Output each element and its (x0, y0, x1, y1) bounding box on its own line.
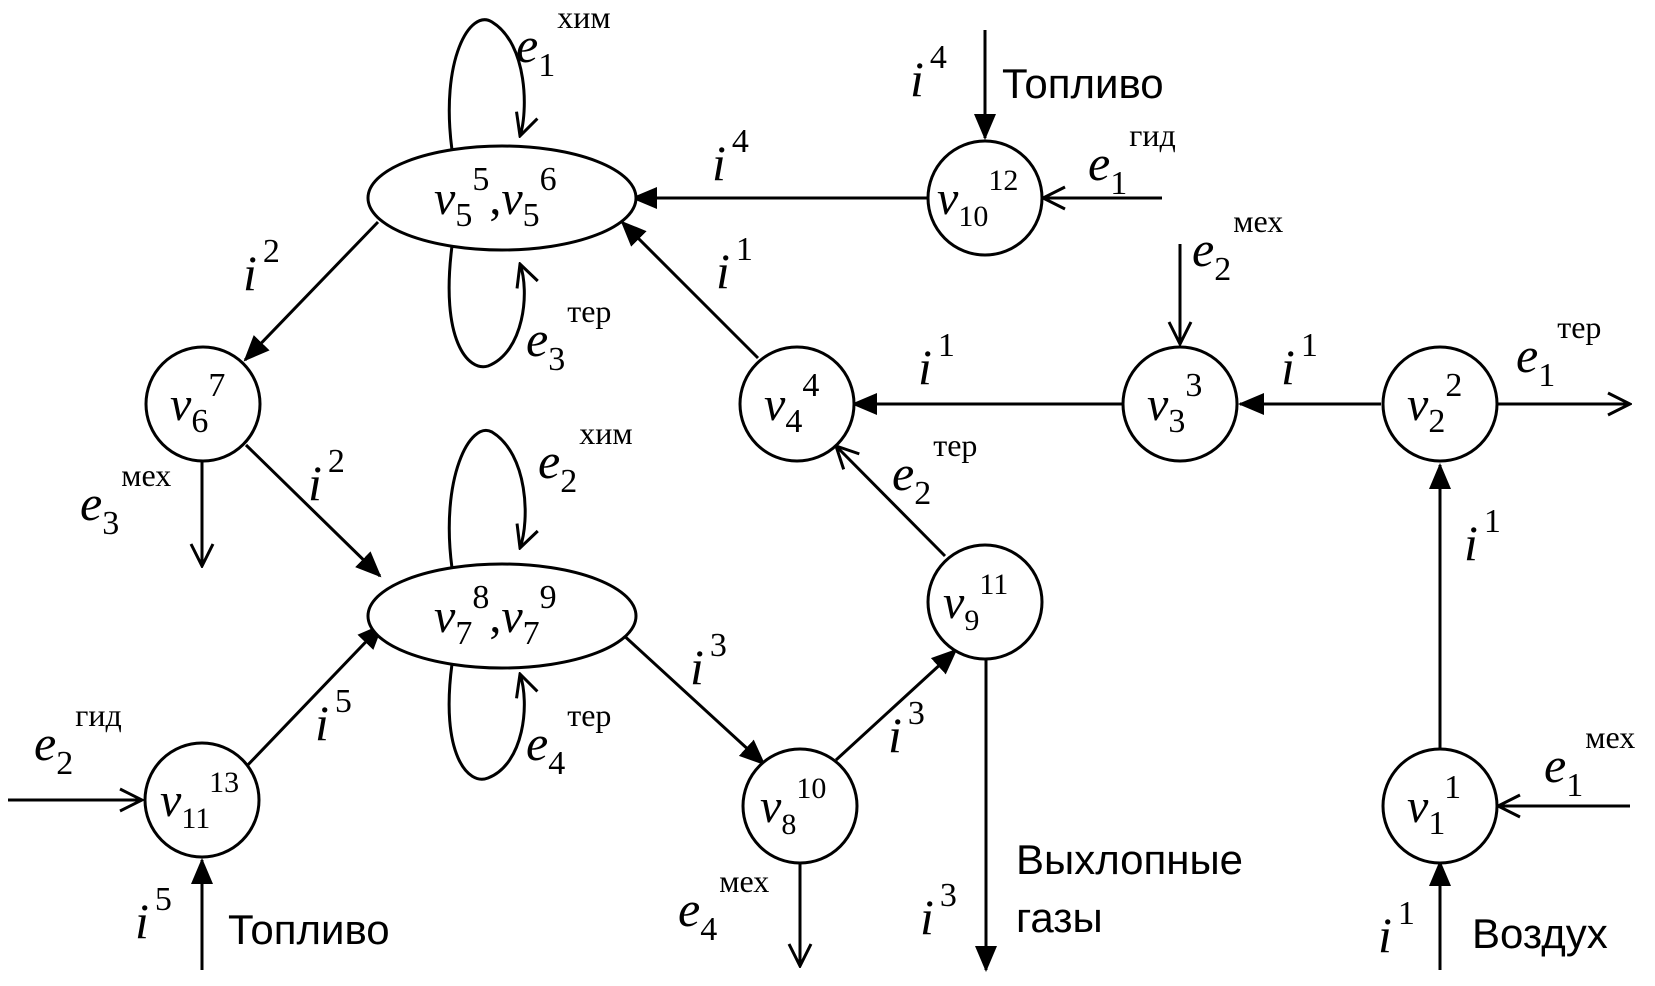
label-e1-ter: e1тер (1516, 309, 1601, 394)
node-v2-circle (1381, 345, 1499, 463)
node-v6-circle (144, 345, 262, 463)
loop-e3-ter (447, 245, 524, 369)
label-e3-meh: e3мех (80, 457, 171, 542)
edge-v7-to-v8 (618, 630, 766, 766)
label-e1-him: e1хим (516, 0, 611, 84)
label-e1-meh: e1мех (1544, 719, 1635, 804)
node-v9-circle (926, 543, 1044, 661)
node-v5-ellipse (366, 144, 638, 252)
node-v8-circle (741, 747, 859, 865)
label-e2-him: e2хим (538, 415, 633, 500)
label-e1-gid: e1гид (1088, 117, 1176, 202)
node-v6-label: v67 (170, 367, 225, 440)
loop-e4-ter (447, 663, 524, 781)
text-exhaust-line2: газы (1016, 894, 1103, 941)
node-v11-circle (143, 741, 261, 859)
loop-e1-him (447, 18, 524, 151)
node-v5-label: v55,v56 (434, 161, 557, 234)
node-v3-label: v33 (1147, 367, 1202, 440)
label-e2-ter: e2тер (892, 427, 977, 512)
node-v3-circle (1121, 345, 1239, 463)
node-v10-label: v1012 (937, 164, 1018, 233)
label-e3-ter: e3тер (526, 293, 611, 378)
node-v11-label: v1113 (160, 766, 239, 835)
node-v2-label: v22 (1407, 367, 1462, 440)
label-e4-meh: e4мех (678, 863, 769, 948)
node-v4-circle (738, 345, 856, 463)
node-v7-ellipse (366, 562, 638, 670)
loop-e2-him (447, 428, 525, 569)
edge-v6-to-v7 (244, 443, 382, 578)
node-v10-circle (926, 139, 1044, 257)
text-exhaust-line1: Выхлопные (1016, 836, 1243, 883)
edge-v9-to-v4 (836, 446, 947, 558)
edge-v4-to-v5 (620, 220, 760, 360)
text-air: Воздух (1472, 910, 1608, 957)
node-v7-label: v78,v79 (434, 579, 557, 652)
node-v9-label: v911 (943, 568, 1008, 637)
label-e4-ter: e4тер (526, 697, 611, 782)
node-v1-label: v11 (1407, 769, 1461, 842)
node-v1-circle (1381, 747, 1499, 865)
edge-v5-to-v6 (243, 220, 380, 362)
label-e2-gid: e2гид (34, 697, 122, 782)
edge-v8-to-v9 (834, 648, 958, 762)
node-v8-label: v810 (760, 772, 826, 841)
text-fuel-bottom: Топливо (228, 906, 390, 953)
node-v4-label: v44 (764, 367, 819, 440)
edge-v11-to-v7 (241, 623, 384, 772)
text-fuel-top: Топливо (1002, 60, 1164, 107)
label-e2-meh: e2мех (1192, 203, 1283, 288)
